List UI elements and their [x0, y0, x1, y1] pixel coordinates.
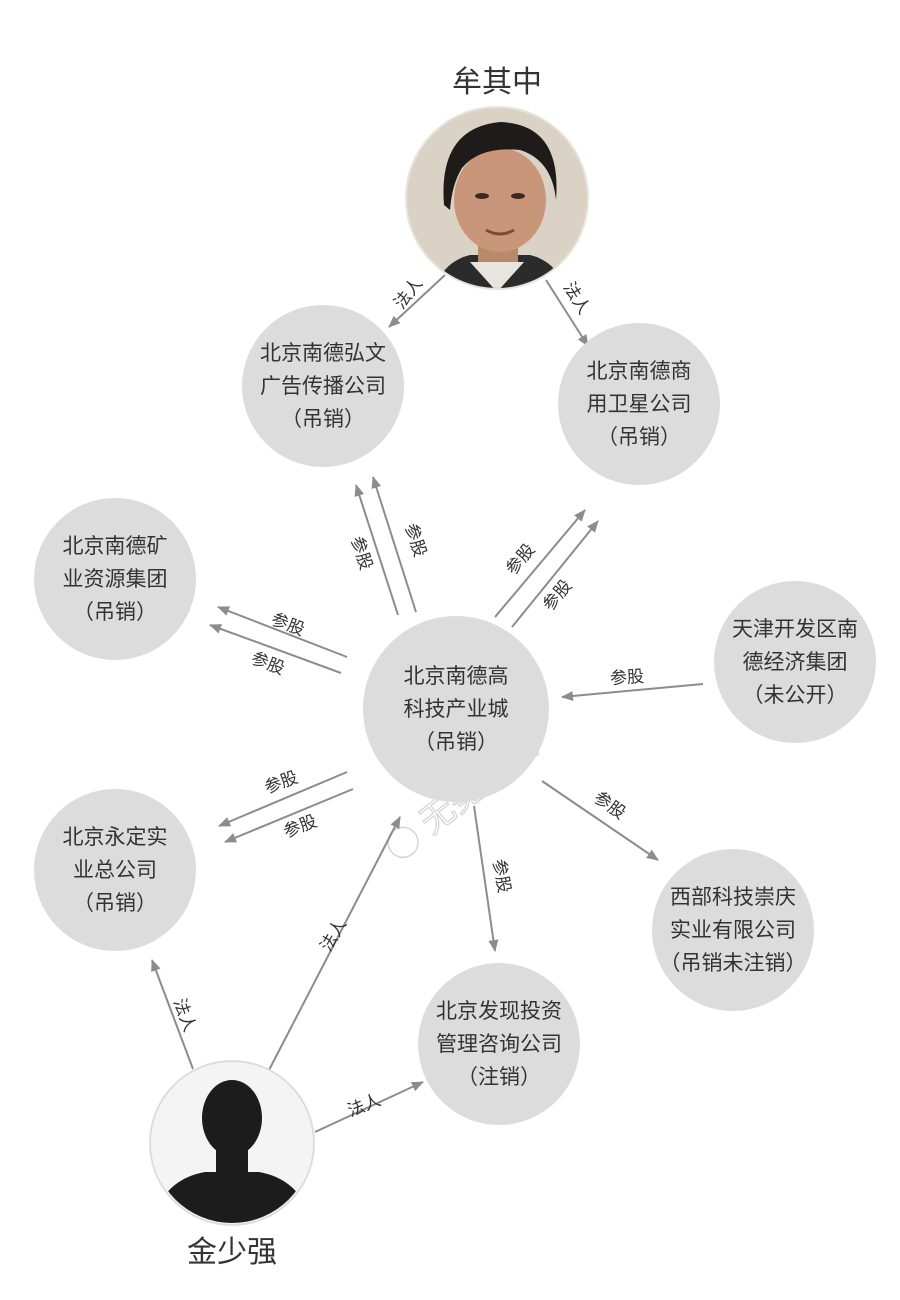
edge-jin-faxian: 法人: [314, 1081, 424, 1133]
company-circle: [34, 498, 196, 660]
edge-arrow: [151, 959, 194, 1070]
company-name-line: 德经济集团: [743, 650, 848, 674]
person-name-jin: 金少强: [187, 1235, 277, 1270]
edge-arrow: [267, 816, 401, 1073]
company-nodes: 北京南德弘文广告传播公司（吊销）北京南德商用卫星公司（吊销）北京南德矿业资源集团…: [34, 305, 876, 1125]
edge-label: 参股: [346, 534, 376, 573]
edge-arrow: [561, 683, 704, 701]
company-circle: [652, 849, 814, 1011]
company-status: （吊销）: [597, 425, 681, 449]
company-name-line: 管理咨询公司: [436, 1032, 562, 1056]
edge-gaokeji-weixing: 参股: [511, 520, 599, 628]
edge-arrow: [541, 780, 659, 861]
portrait-photo-mou: [405, 106, 589, 290]
company-circle: [34, 789, 196, 951]
company-status: （吊销）: [281, 407, 365, 431]
edge-label: 参股: [248, 649, 287, 680]
edge-label: 参股: [539, 576, 576, 615]
company-name-line: 业资源集团: [63, 567, 168, 591]
edge-arrow: [511, 520, 599, 628]
company-status: （吊销）: [414, 730, 498, 754]
edge-arrow: [314, 1081, 424, 1133]
company-name-line: 西部科技崇庆: [670, 885, 796, 909]
edge-arrow: [545, 279, 589, 347]
person-name-mou: 牟其中: [452, 65, 542, 100]
edge-label: 参股: [488, 858, 514, 895]
company-name-line: 北京南德弘文: [260, 341, 386, 365]
edge-label: 法人: [390, 274, 427, 313]
edge-label: 参股: [609, 667, 644, 689]
edge-arrow: [217, 606, 348, 658]
company-circle: [418, 963, 580, 1125]
company-name-line: 北京发现投资: [436, 999, 562, 1023]
edge-label: 法人: [345, 1090, 384, 1121]
company-circle: [714, 581, 876, 743]
company-name-line: 北京南德矿: [63, 534, 168, 558]
edge-tianjin-gaokeji: 参股: [561, 667, 704, 701]
edge-label: 法人: [559, 279, 594, 318]
edge-arrow: [209, 624, 342, 674]
company-name-line: 用卫星公司: [587, 392, 692, 416]
person-mou: 牟其中: [405, 65, 589, 290]
silhouette-avatar-jin: [149, 1060, 315, 1226]
edge-gaokeji-kuangye: 参股: [209, 624, 342, 680]
company-circle: [558, 323, 720, 485]
edge-jin-yongding: 法人: [151, 959, 199, 1070]
person-jin: 金少强: [149, 1060, 315, 1270]
edge-arrow: [218, 771, 348, 827]
edge-arrow: [494, 509, 586, 618]
edge-mou-hongwen: 法人: [388, 274, 446, 328]
edge-gaokeji-hongwen: 参股: [371, 476, 430, 613]
edge-gaokeji-faxian: 参股: [473, 805, 514, 952]
company-name-line: 实业有限公司: [670, 918, 796, 942]
edge-mou-weixing: 法人: [545, 279, 594, 347]
edge-arrow: [388, 274, 446, 328]
company-circle: [242, 305, 404, 467]
company-status: （吊销）: [73, 600, 157, 624]
edge-arrow: [224, 788, 354, 843]
edge-gaokeji-kuangye: 参股: [217, 606, 348, 658]
edge-label: 参股: [268, 610, 307, 641]
edge-label: 参股: [502, 540, 539, 579]
edge-gaokeji-xibu: 参股: [541, 780, 659, 861]
edge-jin-gaokeji: 法人: [267, 816, 401, 1073]
company-status: （吊销）: [73, 891, 157, 915]
company-name-line: 业总公司: [73, 858, 157, 882]
edge-arrow: [371, 476, 417, 613]
company-status: （未公开）: [743, 683, 848, 707]
edge-label: 参股: [400, 521, 430, 560]
edge-arrow: [473, 805, 499, 952]
company-status: （注销）: [457, 1065, 541, 1089]
company-status: （吊销未注销）: [660, 951, 807, 975]
edge-arrow: [354, 484, 399, 616]
company-name-line: 广告传播公司: [260, 374, 386, 398]
company-name-line: 天津开发区南: [732, 617, 858, 641]
company-name-line: 北京永定实: [63, 825, 168, 849]
company-name-line: 科技产业城: [404, 697, 509, 721]
company-name-line: 北京南德高: [404, 664, 509, 688]
edge-gaokeji-hongwen: 参股: [346, 484, 399, 616]
company-name-line: 北京南德商: [587, 359, 692, 383]
company-circle: [363, 616, 549, 802]
